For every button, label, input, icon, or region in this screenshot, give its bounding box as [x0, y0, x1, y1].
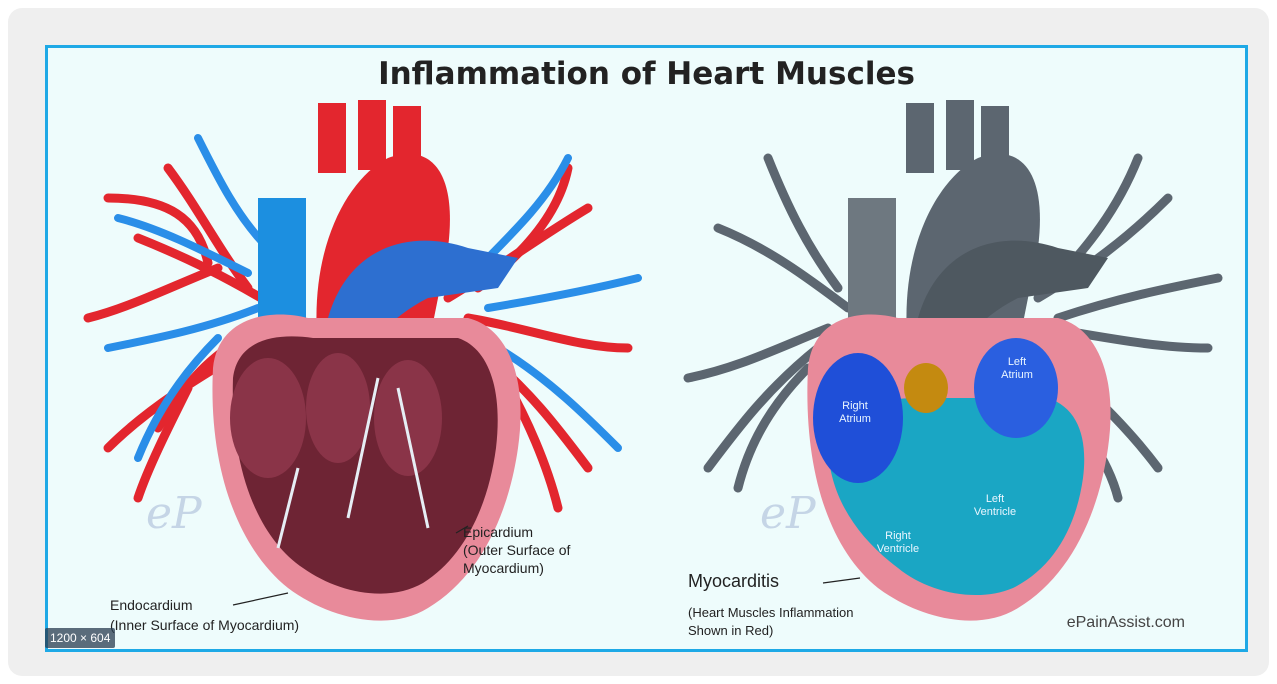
- label-endocardium-sub: (Inner Surface of Myocardium): [110, 616, 299, 634]
- brand-watermark: ePainAssist.com: [1067, 614, 1185, 632]
- label-endocardium: Endocardium: [110, 596, 193, 614]
- label-myocarditis: Myocarditis: [688, 572, 779, 590]
- label-left-atrium: Left Atrium: [982, 356, 1052, 382]
- label-myocarditis-sub: (Heart Muscles Inflammation Shown in Red…: [688, 604, 853, 640]
- right-heart-diagram: [688, 100, 1218, 621]
- watermark-right: eP: [760, 488, 816, 539]
- watermark-left: eP: [146, 488, 202, 539]
- label-right-atrium: Right Atrium: [820, 400, 890, 426]
- label-right-ventricle: Right Ventricle: [863, 530, 933, 556]
- image-dimensions-badge: 1200 × 604: [45, 628, 115, 648]
- heart-image[interactable]: Inflammation of Heart Muscles: [45, 45, 1248, 652]
- label-epicardium: Epicardium (Outer Surface of Myocardium): [463, 523, 570, 577]
- heart-illustration: [48, 48, 1245, 649]
- label-left-ventricle: Left Ventricle: [960, 493, 1030, 519]
